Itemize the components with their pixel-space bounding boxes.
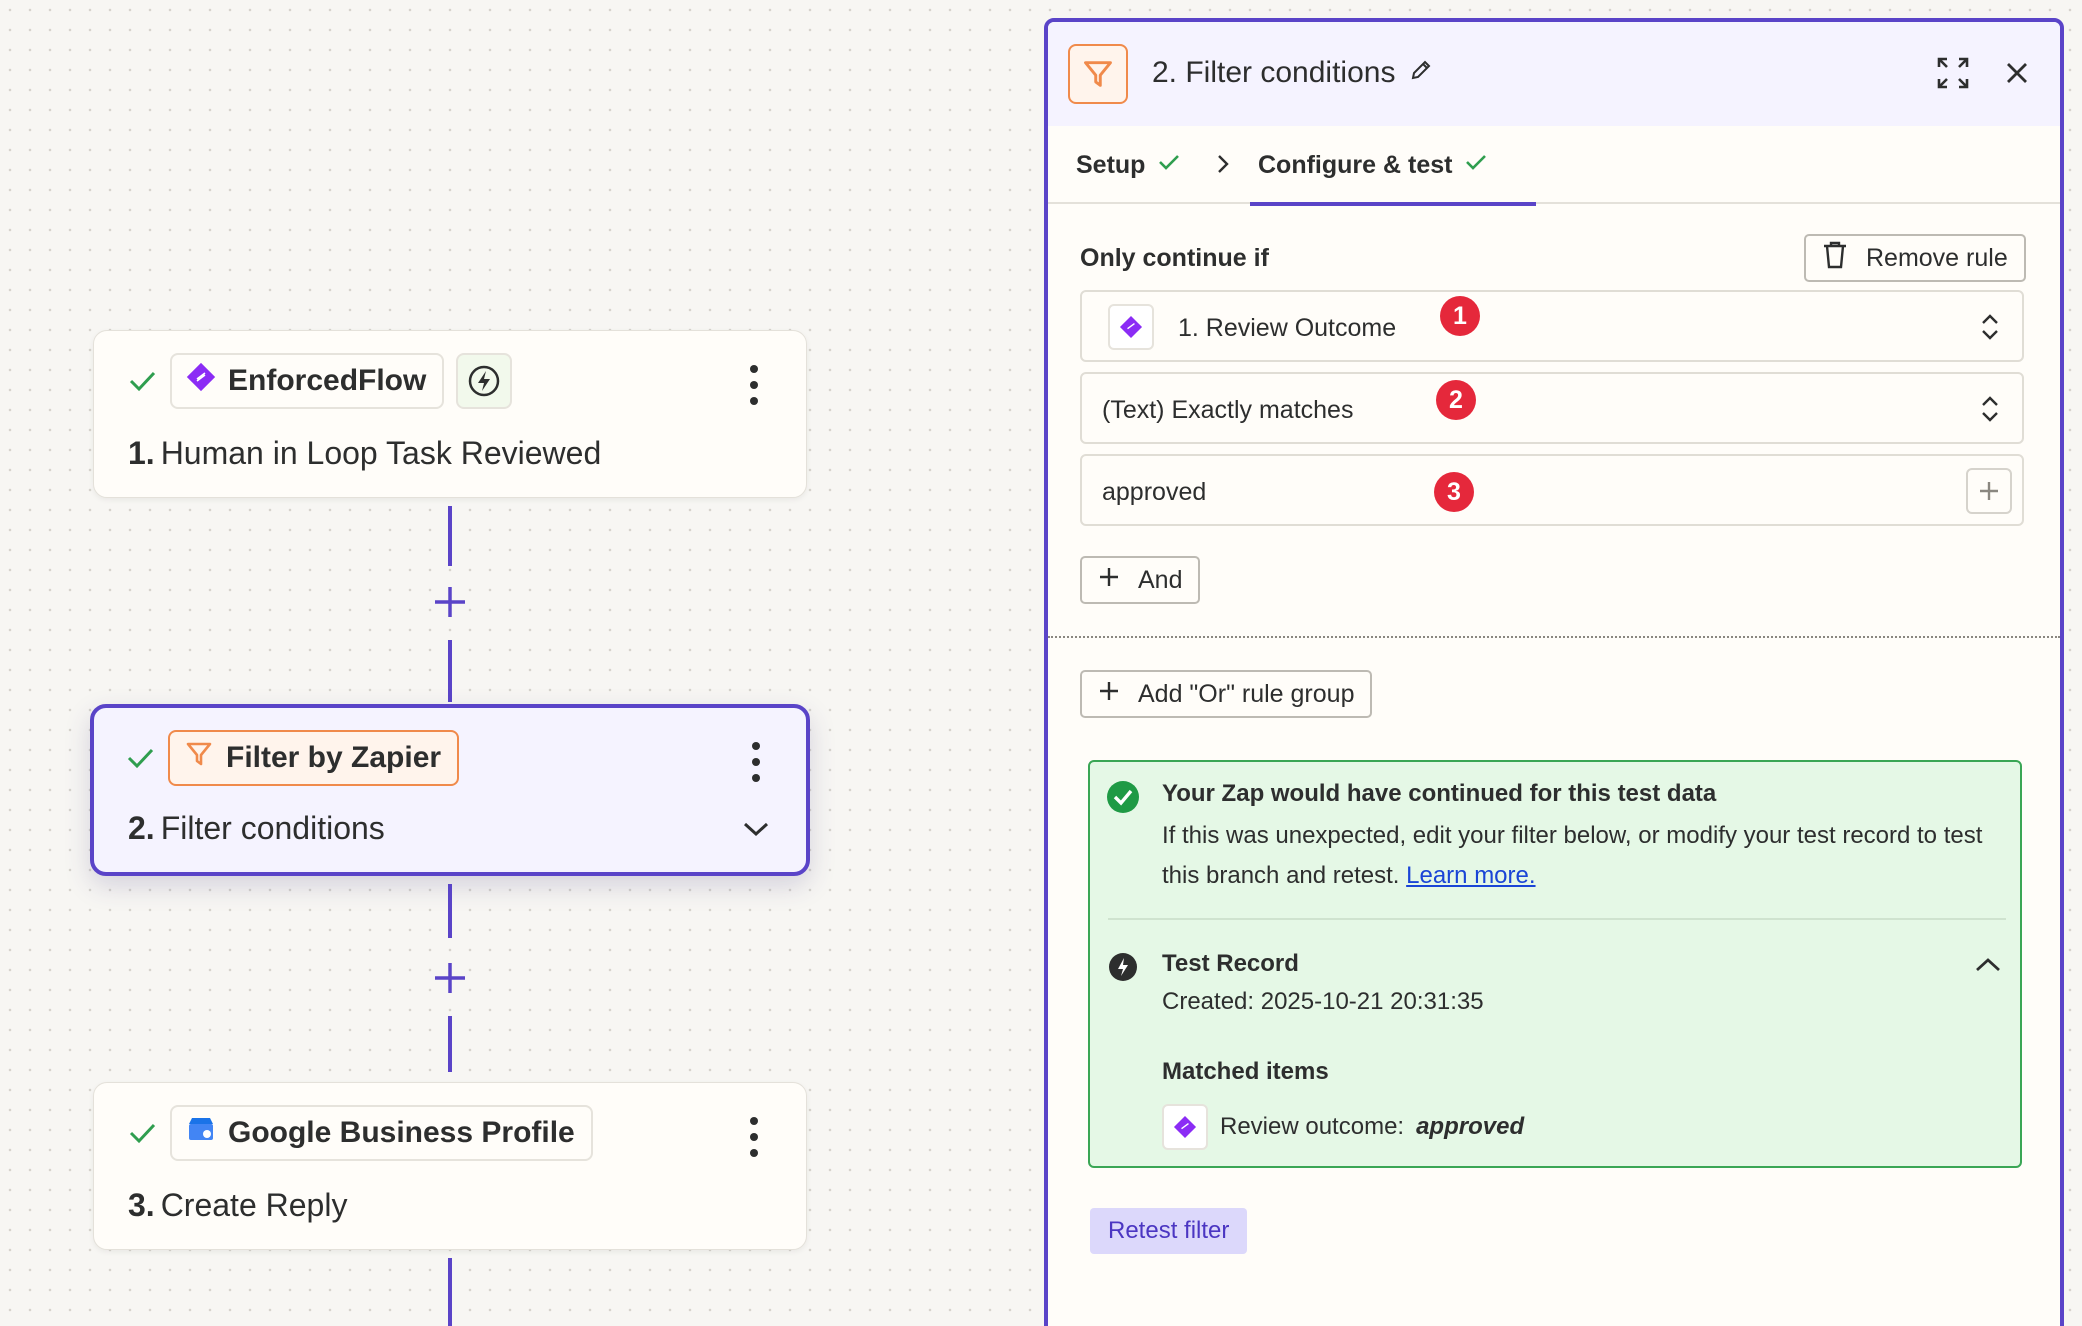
chevron-down-icon[interactable] xyxy=(742,820,770,843)
step-2-menu-button[interactable] xyxy=(744,742,768,782)
filter-icon xyxy=(1068,44,1128,104)
annotation-badge-1: 1 xyxy=(1440,296,1480,336)
app-name: Filter by Zapier xyxy=(226,741,442,774)
test-record-title: Test Record xyxy=(1162,950,1299,977)
divider xyxy=(1108,918,2006,920)
step-1-menu-button[interactable] xyxy=(742,365,766,405)
step-3-header: Google Business Profile xyxy=(126,1105,593,1161)
pencil-icon[interactable] xyxy=(1409,56,1433,90)
filter-icon xyxy=(184,739,214,777)
matched-item: Review outcome: approved xyxy=(1162,1104,1524,1150)
value-input[interactable]: approved xyxy=(1080,454,2024,526)
step-card-2[interactable]: Filter by Zapier 2.Filter conditions xyxy=(90,704,810,876)
result-title: Your Zap would have continued for this t… xyxy=(1162,780,1717,807)
annotation-badge-2: 2 xyxy=(1436,380,1476,420)
and-button[interactable]: And xyxy=(1080,556,1201,604)
condition-select-input[interactable]: (Text) Exactly matches xyxy=(1080,372,2024,444)
step-card-1[interactable]: EnforcedFlow 1.Human in Loop Task Review… xyxy=(93,330,807,498)
remove-rule-button[interactable]: Remove rule xyxy=(1804,234,2026,282)
check-icon xyxy=(126,365,158,397)
panel-title[interactable]: 2. Filter conditions xyxy=(1152,56,1433,90)
test-result-box: Your Zap would have continued for this t… xyxy=(1088,760,2022,1168)
step-3-title: 3.Create Reply xyxy=(128,1187,348,1223)
insert-data-button[interactable] xyxy=(1966,468,2012,514)
connector-line xyxy=(448,1258,452,1326)
check-icon xyxy=(1157,150,1181,181)
learn-more-link[interactable]: Learn more. xyxy=(1406,862,1536,889)
panel-header: 2. Filter conditions xyxy=(1048,22,2060,126)
updown-chevron-icon xyxy=(1980,394,2000,429)
check-icon xyxy=(126,1117,158,1149)
connector-line xyxy=(448,1016,452,1072)
tab-configure-test[interactable]: Configure & test xyxy=(1249,126,1538,206)
only-continue-if-label: Only continue if xyxy=(1080,244,1269,272)
chevron-up-icon[interactable] xyxy=(1974,956,2002,979)
trigger-bolt-icon xyxy=(456,353,513,409)
annotation-badge-3: 3 xyxy=(1434,472,1474,512)
add-step-button[interactable] xyxy=(430,582,470,622)
connector-line xyxy=(448,506,452,566)
tab-setup[interactable]: Setup xyxy=(1076,126,1181,204)
google-business-icon xyxy=(186,1114,216,1152)
enforcedflow-icon xyxy=(1108,304,1154,350)
step-2-header: Filter by Zapier xyxy=(124,730,460,786)
success-check-circle-icon xyxy=(1106,780,1140,819)
matched-value: approved xyxy=(1416,1113,1525,1140)
enforcedflow-icon xyxy=(1162,1104,1208,1150)
divider xyxy=(1048,636,2060,638)
step-3-menu-button[interactable] xyxy=(742,1117,766,1157)
result-body: If this was unexpected, edit your filter… xyxy=(1162,822,1983,889)
app-chip-filter: Filter by Zapier xyxy=(168,730,460,786)
app-chip-enforcedflow: EnforcedFlow xyxy=(170,353,445,409)
add-step-button[interactable] xyxy=(430,958,470,998)
check-icon xyxy=(124,742,156,774)
step-editor-panel: 2. Filter conditions Setup Configure & t… xyxy=(1044,18,2064,1326)
step-tabs: Setup Configure & test xyxy=(1048,126,2060,206)
plus-icon xyxy=(1098,680,1120,709)
matched-key: Review outcome: xyxy=(1220,1113,1405,1140)
retest-filter-button[interactable]: Retest filter xyxy=(1090,1208,1248,1254)
close-icon[interactable] xyxy=(2004,60,2030,91)
step-1-header: EnforcedFlow xyxy=(126,353,513,409)
step-card-3[interactable]: Google Business Profile 3.Create Reply xyxy=(93,1082,807,1250)
expand-icon[interactable] xyxy=(1936,56,1970,95)
matched-items-label: Matched items xyxy=(1162,1058,1329,1085)
field-select-input[interactable]: 1. Review Outcome xyxy=(1080,290,2024,362)
enforcedflow-icon xyxy=(186,362,216,400)
step-2-title: 2.Filter conditions xyxy=(128,810,385,846)
chevron-right-icon xyxy=(1214,152,1232,181)
check-icon xyxy=(1464,150,1488,181)
bolt-icon xyxy=(1108,952,1138,987)
app-name: Google Business Profile xyxy=(228,1116,575,1149)
connector-line xyxy=(448,640,452,702)
connector-line xyxy=(448,884,452,938)
test-record-created: Created: 2025-10-21 20:31:35 xyxy=(1162,988,1484,1015)
add-or-rule-group-button[interactable]: Add "Or" rule group xyxy=(1080,670,1373,718)
step-1-title: 1.Human in Loop Task Reviewed xyxy=(128,435,602,471)
updown-chevron-icon xyxy=(1980,312,2000,347)
trash-icon xyxy=(1822,241,1848,276)
app-chip-google-business: Google Business Profile xyxy=(170,1105,593,1161)
plus-icon xyxy=(1098,566,1120,595)
app-name: EnforcedFlow xyxy=(228,364,427,397)
